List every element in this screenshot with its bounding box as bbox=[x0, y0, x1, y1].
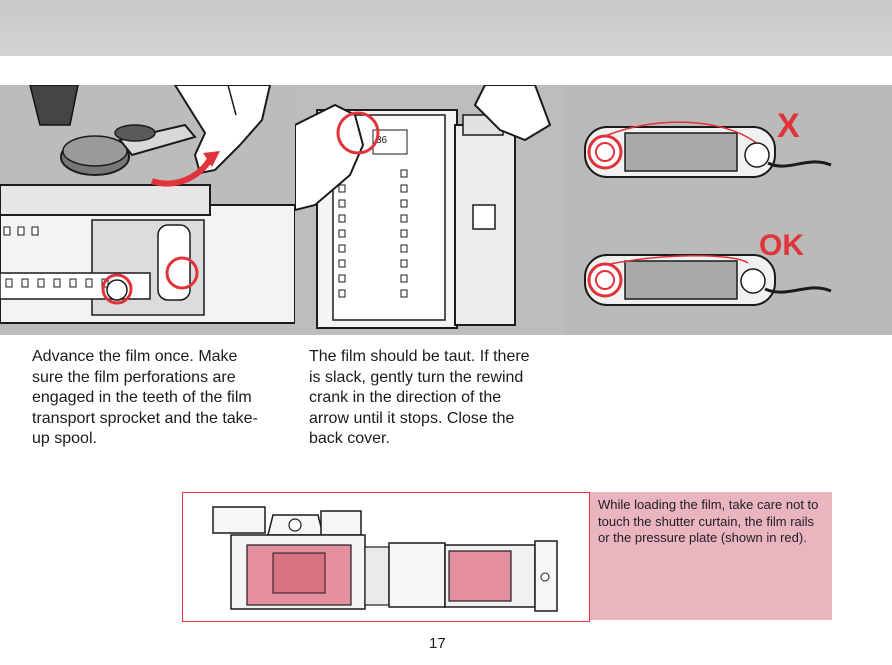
camera-top-drawing bbox=[0, 85, 295, 335]
caution-note-text: While loading the film, take care not to… bbox=[598, 497, 819, 545]
camera-back-drawing: 36 bbox=[295, 85, 563, 335]
caption-film-advance: Advance the film once. Make sure the fil… bbox=[32, 348, 258, 447]
caption-film-tension: The film should be taut. If there is sla… bbox=[309, 348, 530, 447]
rewind-comparison-drawing: X OK bbox=[563, 85, 892, 335]
wrong-mark: X bbox=[777, 107, 800, 145]
film-advance-illustration bbox=[0, 85, 295, 335]
rewind-comparison-illustration: X OK bbox=[563, 85, 892, 335]
film-counter-label: 36 bbox=[376, 135, 388, 146]
top-gray-band bbox=[0, 0, 892, 56]
bleed-through-right bbox=[600, 350, 840, 490]
film-tension-illustration: 36 bbox=[295, 85, 563, 335]
open-back-illustration bbox=[182, 492, 590, 622]
caution-note: While loading the film, take care not to… bbox=[590, 492, 832, 620]
page-number: 17 bbox=[429, 635, 446, 652]
ok-mark: OK bbox=[759, 229, 804, 262]
open-camera-drawing bbox=[212, 506, 558, 612]
